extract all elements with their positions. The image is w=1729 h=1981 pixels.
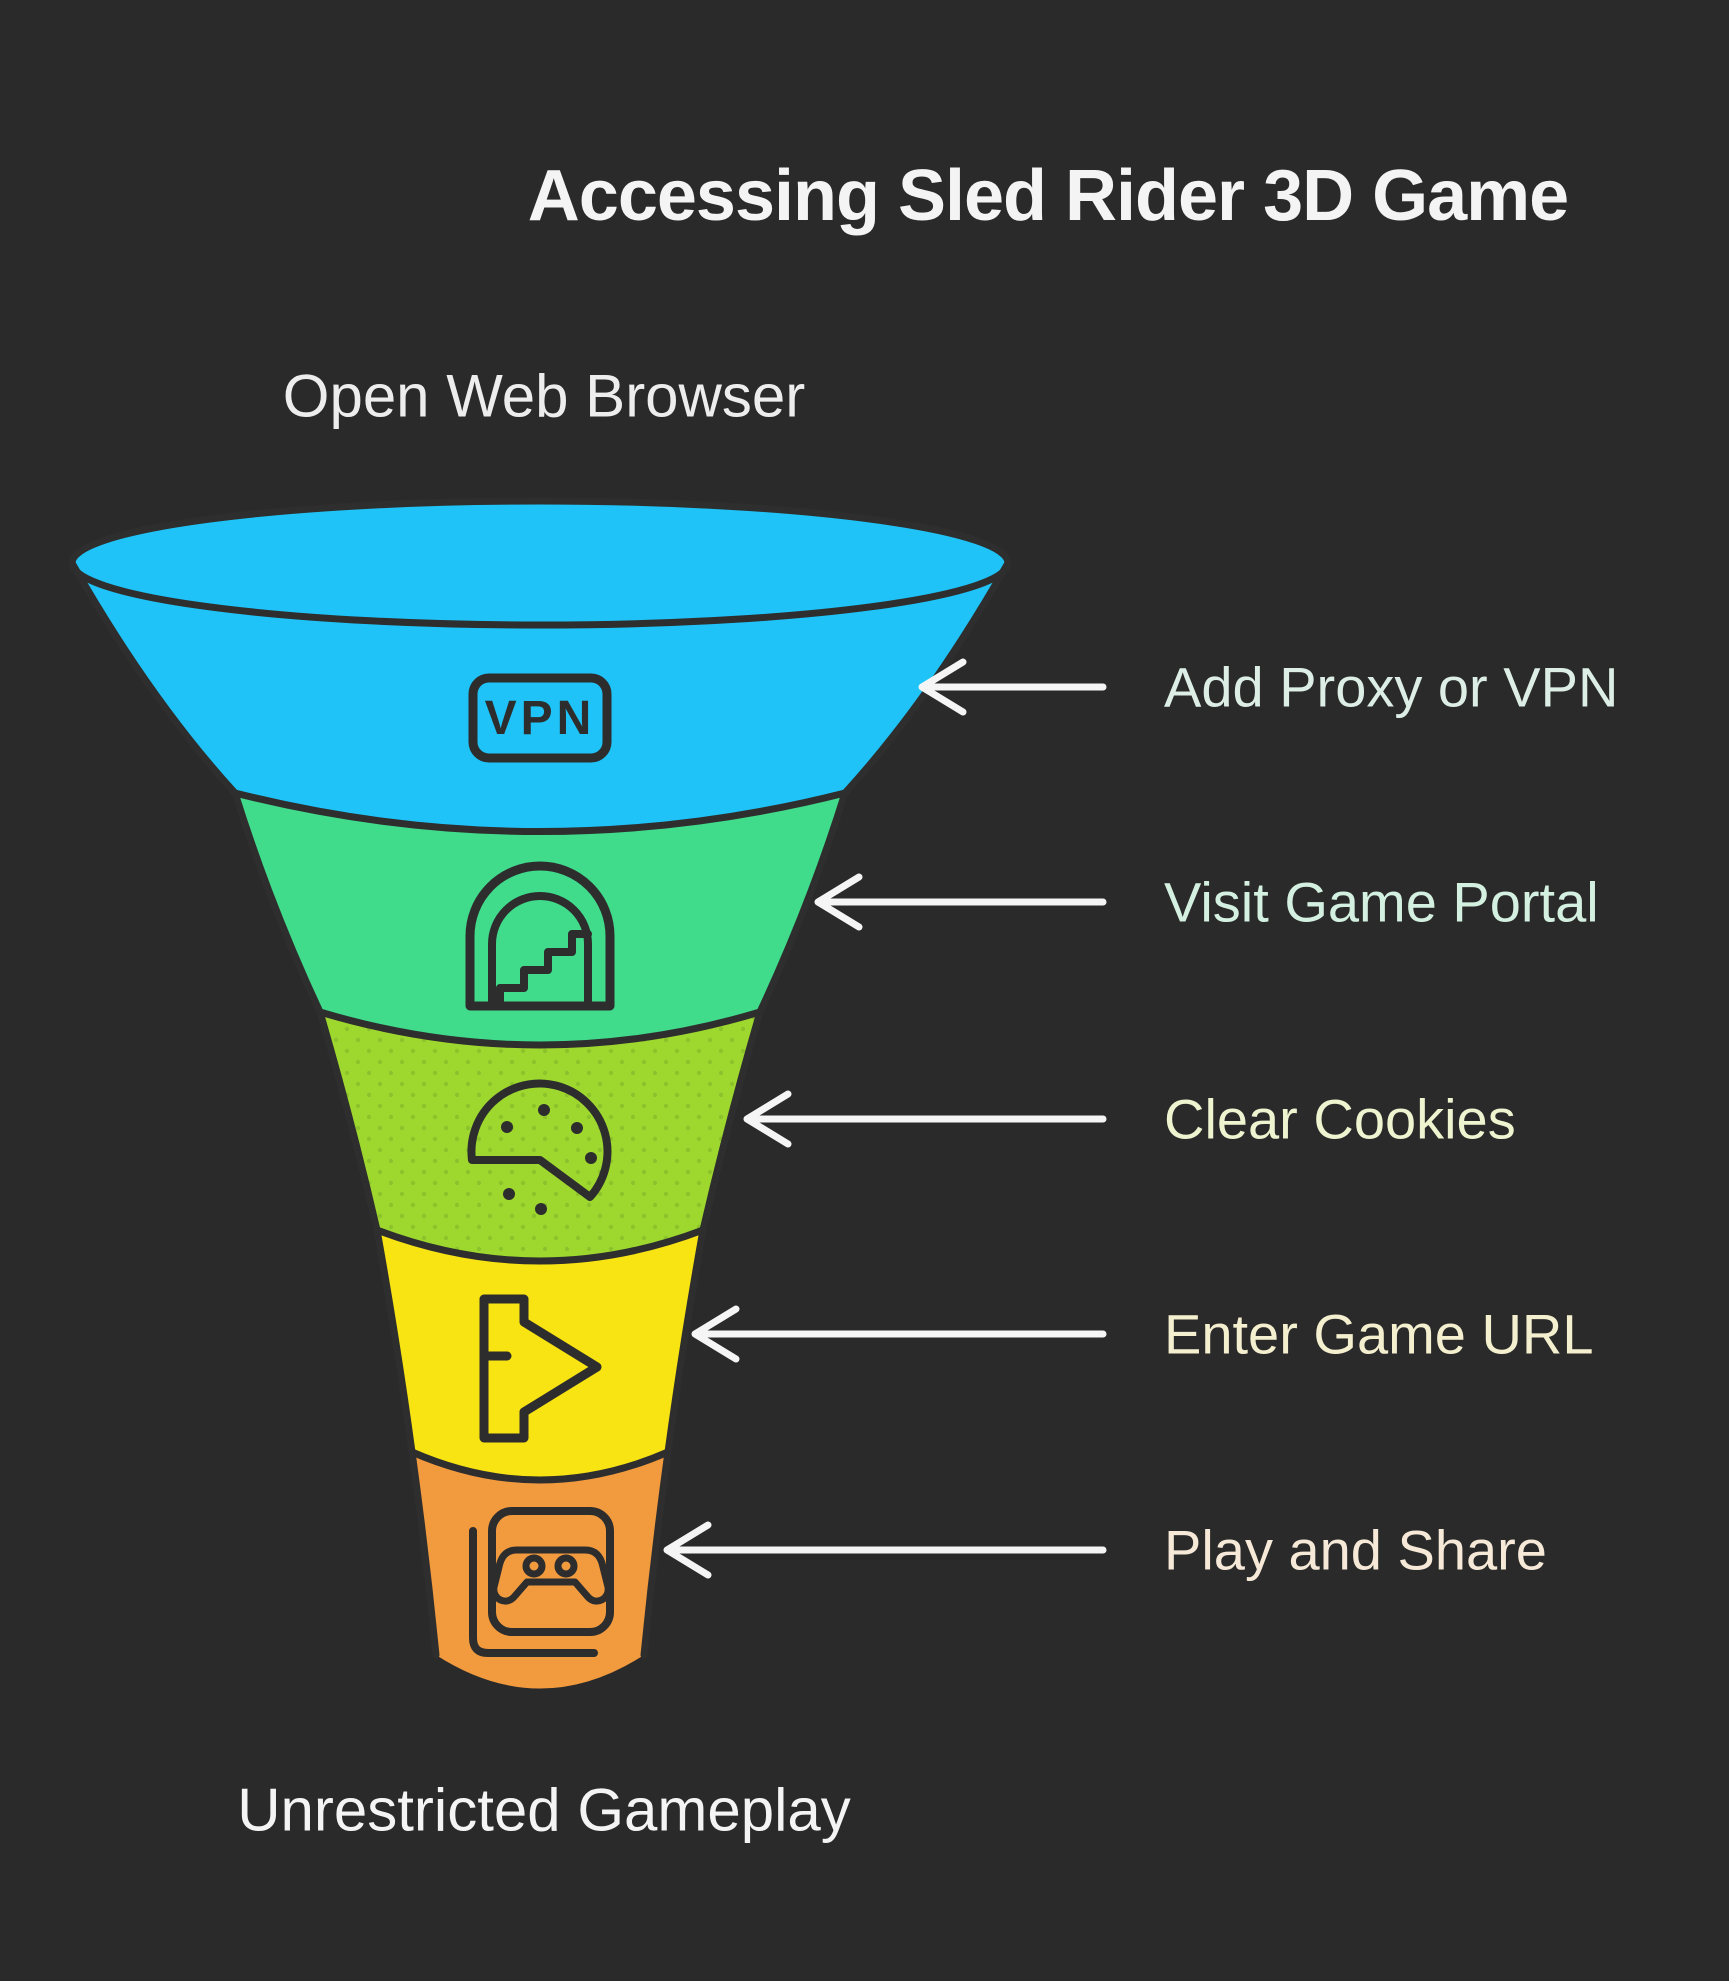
label-arrows xyxy=(663,658,1107,1579)
funnel-outlines xyxy=(68,559,1012,1659)
vpn-badge-icon: VPN xyxy=(468,673,612,763)
forward-arrow-icon xyxy=(479,1294,602,1443)
funnel-stage-4-body xyxy=(377,1230,703,1480)
stage-label-enter-url: Enter Game URL xyxy=(1164,1302,1594,1366)
arrow-visit-portal xyxy=(814,873,1107,931)
arrow-enter-url xyxy=(691,1305,1107,1363)
funnel-stage-3-texture xyxy=(320,1012,760,1261)
stage-label-clear-cookies: Clear Cookies xyxy=(1164,1087,1516,1151)
cookie-dots xyxy=(501,1104,597,1215)
stage-label-play-share: Play and Share xyxy=(1164,1518,1547,1582)
funnel-stage-2-body xyxy=(235,793,845,1045)
cookie-icon xyxy=(467,1079,612,1215)
arrow-play-share xyxy=(663,1521,1107,1579)
arrow-clear-cookies xyxy=(743,1090,1107,1148)
funnel-entry-label: Open Web Browser xyxy=(282,362,806,430)
arrow-add-proxy xyxy=(918,658,1107,716)
funnel-top-ellipse xyxy=(68,497,1012,629)
stage-label-add-proxy: Add Proxy or VPN xyxy=(1164,655,1619,719)
gamepad-share-icon xyxy=(469,1507,614,1657)
funnel-outcome-label: Unrestricted Gameplay xyxy=(237,1776,851,1844)
funnel-stage-1-body xyxy=(72,563,1008,832)
stage-label-visit-portal: Visit Game Portal xyxy=(1164,870,1599,934)
page-title: Accessing Sled Rider 3D Game xyxy=(527,156,1569,236)
vpn-badge-text: VPN xyxy=(485,692,596,745)
portal-stairs-icon xyxy=(465,861,615,1011)
